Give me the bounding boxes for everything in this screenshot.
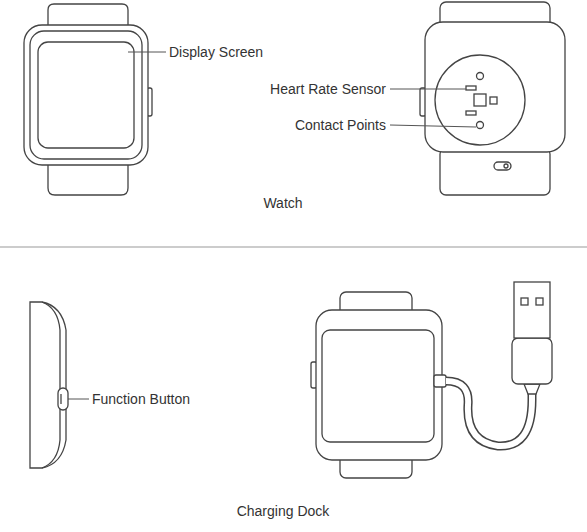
charging-dock-part [521,298,528,305]
front-watch-part [24,25,148,165]
part-label: Function Button [92,391,190,407]
part-label: Display Screen [169,44,263,60]
back-watch-part [440,148,550,195]
leader-line-part [68,399,89,400]
front-watch-part [48,4,128,27]
back-watch-part [466,86,476,90]
charging-dock-part [512,338,552,384]
side-view-part [60,394,61,404]
back-watch-part [474,94,486,106]
side-view-part [42,302,60,468]
side-view-part [30,302,66,468]
back-watch-part [425,22,565,152]
front-watch [24,4,152,195]
charging-dock [311,282,552,478]
section-caption: Charging Dock [237,503,330,519]
side-view-part [58,388,68,410]
part-label: Contact Points [295,117,386,133]
leader-line-part [390,89,466,90]
back-watch-part [490,97,497,104]
front-watch-part [30,31,142,159]
back-watch-part [435,55,525,145]
back-watch-part [504,164,508,168]
charging-dock-part [434,375,446,387]
side-view [30,302,68,468]
back-watch-part [477,73,484,80]
section-divider [0,247,587,248]
charging-dock-part [524,384,540,394]
part-label: Heart Rate Sensor [270,81,386,97]
charging-dock-part [514,282,550,338]
section-caption: Watch [263,195,302,211]
back-watch [420,2,565,195]
charging-dock-part [446,381,532,446]
charging-dock-part [322,330,434,442]
charging-dock-part [536,298,543,305]
back-watch-part [466,111,476,115]
back-watch-part [494,162,511,170]
charging-dock-part [316,310,442,460]
back-watch-part [477,122,484,129]
charging-dock-part [446,381,532,446]
leader-line-part [128,52,166,53]
front-watch-part [38,42,134,148]
leader-line-part [390,125,476,127]
